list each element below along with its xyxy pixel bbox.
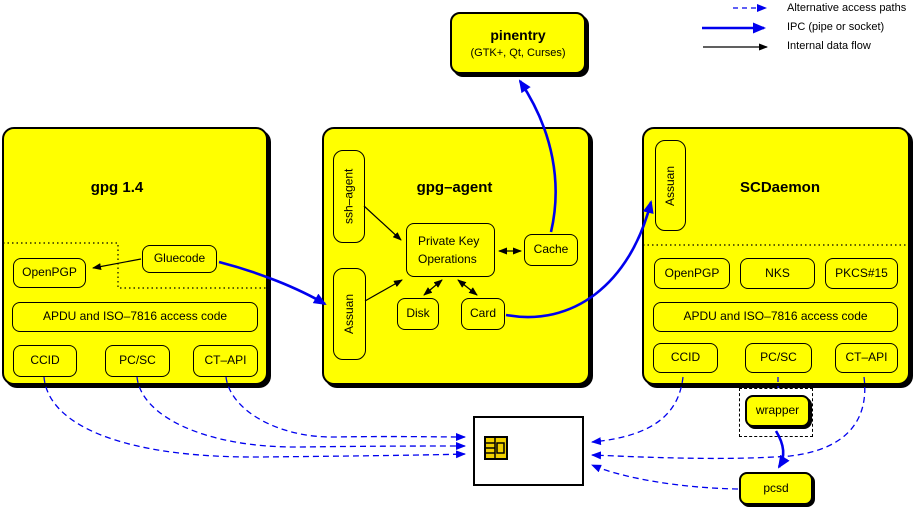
private-key-operations-node: Private Key Operations: [406, 223, 495, 277]
scdaemon-title: SCDaemon: [739, 179, 821, 196]
legend-label-ipc: IPC (pipe or socket): [787, 21, 885, 33]
pcsd-node: pcsd: [739, 472, 813, 505]
legend-label-alternative: Alternative access paths: [787, 2, 907, 14]
pinentry-box: pinentry (GTK+, Qt, Curses): [450, 12, 586, 74]
scdaemon-apdu-node: APDU and ISO–7816 access code: [653, 302, 898, 332]
gpg-agent-disk-node: Disk: [397, 298, 439, 330]
gpg14-title: gpg 1.4: [90, 179, 144, 196]
pko-line2: Operations: [418, 252, 477, 266]
gpg14-ctapi-node: CT–API: [193, 345, 258, 377]
gpg14-pcsc-node: PC/SC: [105, 345, 170, 377]
legend-label-internal: Internal data flow: [787, 40, 871, 52]
gpg-agent-title: gpg–agent: [416, 179, 493, 196]
wrapper-node: wrapper: [745, 395, 810, 427]
gpg14-openpgp-node: OpenPGP: [13, 258, 86, 288]
alt-gpg14-pcsc-to-card: [136, 376, 466, 451]
gpg-agent-ssh-agent-node: ssh–agent: [333, 150, 365, 243]
scdaemon-nks-node: NKS: [740, 258, 815, 289]
alt-scdaemon-ctapi-to-card: [591, 376, 866, 460]
scdaemon-ccid-node: CCID: [653, 343, 718, 373]
gpg14-apdu-node: APDU and ISO–7816 access code: [12, 302, 258, 332]
alt-scdaemon-ccid-to-card: [591, 376, 684, 446]
pko-line1: Private Key: [418, 234, 480, 248]
smartcard-chip-icon: [484, 436, 508, 460]
scdaemon-ctapi-node: CT–API: [835, 343, 898, 373]
gpg14-gluecode-node: Gluecode: [142, 245, 217, 273]
gpg-agent-assuan-node: Assuan: [333, 268, 366, 360]
alt-gpg14-ccid-to-card: [43, 376, 466, 459]
scdaemon-pcsc-node: PC/SC: [745, 343, 812, 373]
pinentry-subtitle: (GTK+, Qt, Curses): [470, 47, 566, 59]
gpg-agent-cache-node: Cache: [524, 234, 578, 266]
alt-gpg14-ctapi-to-card: [225, 376, 466, 441]
gpg-agent-card-node: Card: [461, 298, 505, 330]
scdaemon-pkcs15-node: PKCS#15: [825, 258, 898, 289]
scdaemon-openpgp-node: OpenPGP: [654, 258, 730, 289]
gpg14-ccid-node: CCID: [13, 345, 77, 377]
alt-pcsd-to-card: [591, 464, 739, 490]
scdaemon-assuan-node: Assuan: [655, 140, 686, 231]
smartcard: [473, 416, 584, 486]
pinentry-title: pinentry: [490, 27, 546, 43]
